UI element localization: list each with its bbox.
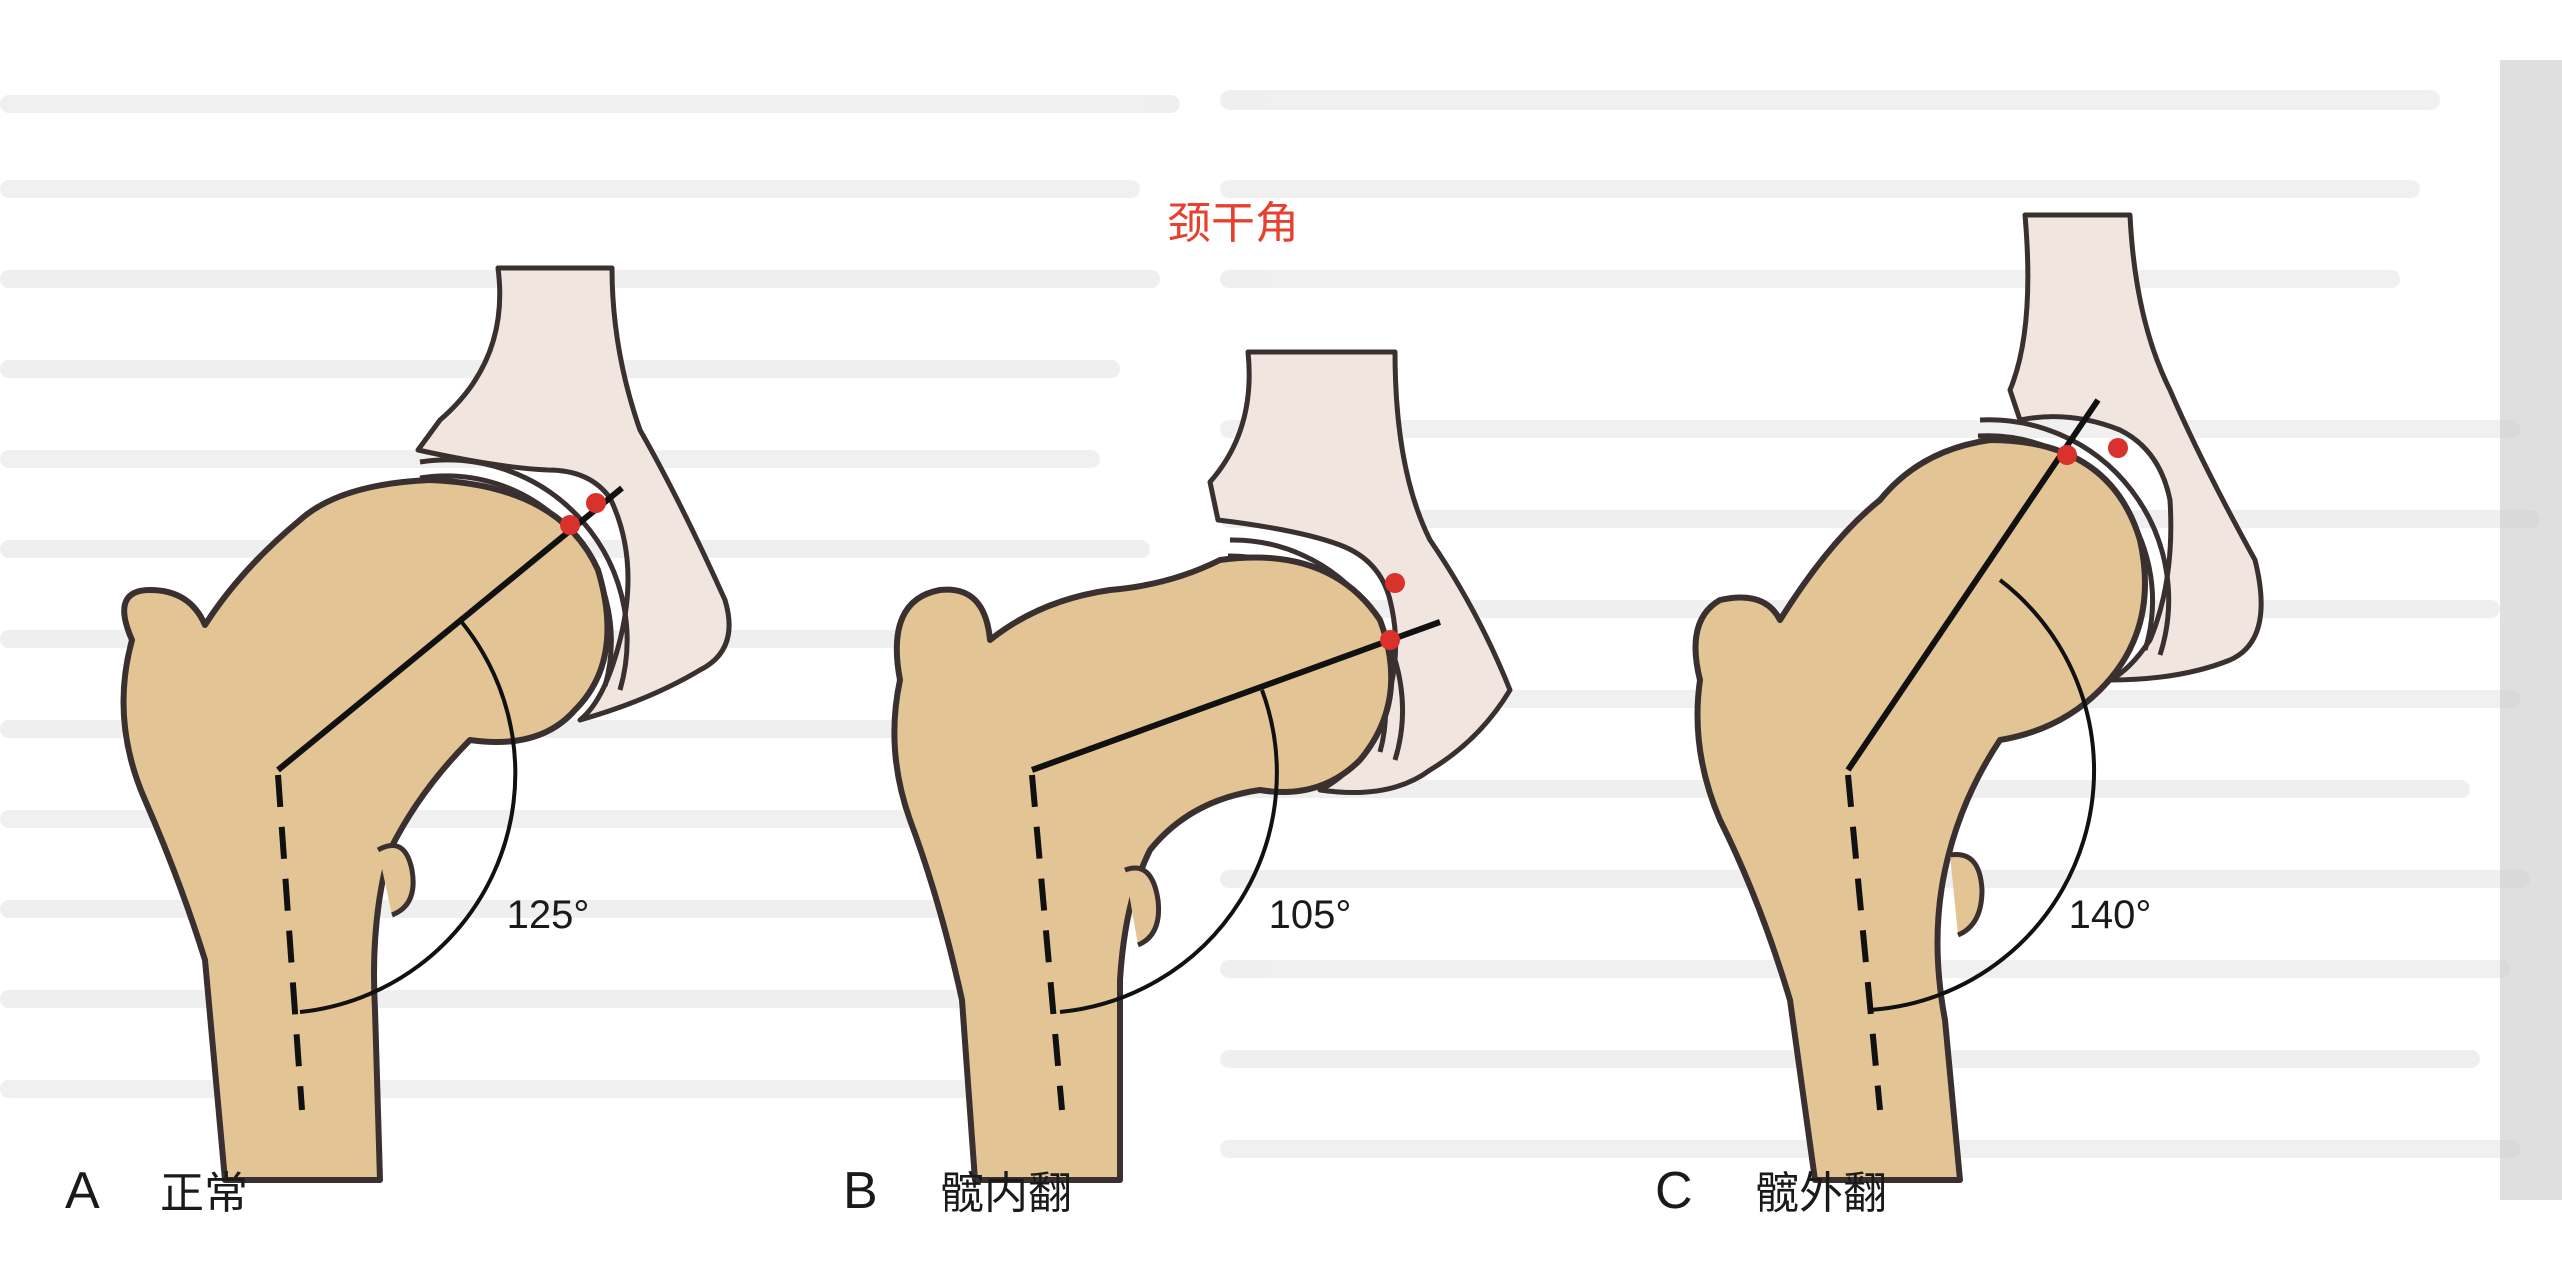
femur-shape bbox=[120, 477, 611, 1183]
marker-dot-upper bbox=[586, 493, 606, 513]
marker-dot-lower bbox=[2057, 445, 2077, 465]
lesser-trochanter bbox=[1949, 851, 1985, 938]
shaft-axis-dashed bbox=[275, 774, 305, 1111]
panel-name-a: 正常 bbox=[160, 1168, 248, 1219]
joint-space-arc-outer bbox=[1979, 417, 2172, 656]
neck-shaft-angle-arc bbox=[1059, 689, 1279, 1014]
angle-label-c: 140° bbox=[2069, 893, 2152, 937]
panel-name-b: 髋内翻 bbox=[940, 1168, 1072, 1219]
panel-name-c: 髋外翻 bbox=[1755, 1168, 1887, 1219]
panel-letter-b: B bbox=[843, 1162, 878, 1220]
angle-label-a: 125° bbox=[507, 893, 590, 937]
lesser-trochanter bbox=[376, 843, 416, 918]
panel-letter-a: A bbox=[65, 1162, 100, 1220]
neck-axis-line bbox=[1030, 619, 1442, 773]
neck-shaft-angle-arc bbox=[1869, 578, 2097, 1012]
shaft-axis-dashed bbox=[1029, 774, 1065, 1111]
neck-axis-line bbox=[276, 485, 624, 773]
panel-b: 105° B 髋内翻 bbox=[843, 349, 1513, 1220]
femur-shape bbox=[1692, 437, 2148, 1183]
panel-letter-c: C bbox=[1655, 1162, 1693, 1220]
lesser-trochanter bbox=[1124, 865, 1162, 948]
neck-axis-line bbox=[1845, 398, 2101, 772]
marker-dot-lower bbox=[560, 515, 580, 535]
page-edge-shadow bbox=[2500, 60, 2562, 1200]
angle-label-b: 105° bbox=[1269, 893, 1352, 937]
figure-title: 颈干角 bbox=[1167, 198, 1299, 249]
marker-dot-lower bbox=[1380, 630, 1400, 650]
panel-a: 125° A 正常 bbox=[65, 265, 732, 1220]
neck-shaft-angle-arc bbox=[299, 618, 518, 1014]
panel-c: 140° C 髋外翻 bbox=[1655, 212, 2264, 1220]
shaft-axis-dashed bbox=[1845, 774, 1883, 1111]
marker-dot-upper bbox=[2108, 438, 2128, 458]
femur-shape bbox=[891, 554, 1395, 1183]
marker-dot-upper bbox=[1385, 573, 1405, 593]
pelvis-shape bbox=[2007, 212, 2264, 683]
